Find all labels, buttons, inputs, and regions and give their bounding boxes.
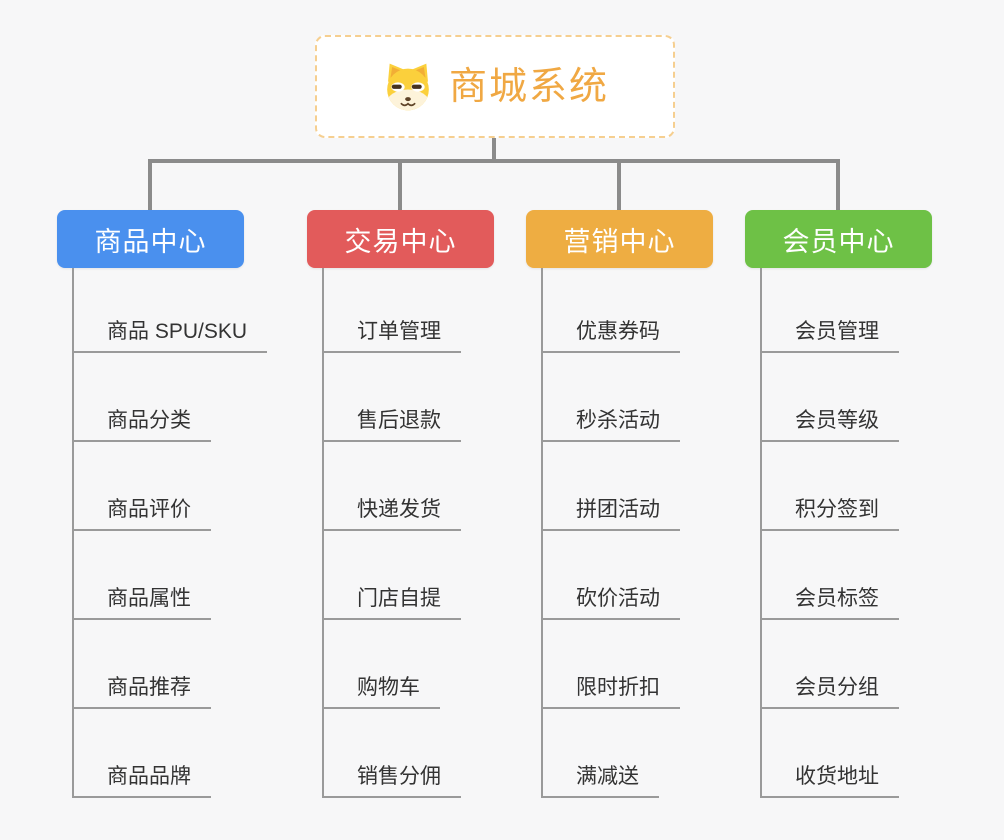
connector-root-stub	[492, 137, 496, 163]
branch-item-label: 收货地址	[795, 764, 879, 788]
branch-item[interactable]: 会员分组	[762, 620, 899, 709]
branch-box[interactable]: 商品中心	[57, 210, 244, 268]
branch-item[interactable]: 砍价活动	[543, 531, 680, 620]
branch-item[interactable]: 收货地址	[762, 709, 899, 798]
branch-item-label: 会员分组	[795, 675, 879, 699]
branch-item[interactable]: 会员等级	[762, 353, 899, 442]
branch-item-label: 商品推荐	[107, 675, 191, 699]
branch-item[interactable]: 商品分类	[74, 353, 211, 442]
branch-items: 会员管理会员等级积分签到会员标签会员分组收货地址	[760, 268, 899, 798]
branch-item-label: 快递发货	[357, 497, 441, 521]
branch-item[interactable]: 销售分佣	[324, 709, 461, 798]
branch-box[interactable]: 交易中心	[307, 210, 494, 268]
branch-item[interactable]: 快递发货	[324, 442, 461, 531]
branch-item-label: 商品属性	[107, 586, 191, 610]
branch-item[interactable]: 门店自提	[324, 531, 461, 620]
branch-item-label: 售后退款	[357, 408, 441, 432]
branch-item-label: 拼团活动	[576, 497, 660, 521]
connector-drop	[148, 159, 152, 211]
branch: 交易中心 订单管理售后退款快递发货门店自提购物车销售分佣	[307, 210, 567, 798]
branch-item-label: 积分签到	[795, 497, 879, 521]
branch-item-label: 砍价活动	[576, 586, 660, 610]
branch-item[interactable]: 商品品牌	[74, 709, 211, 798]
branch-item[interactable]: 积分签到	[762, 442, 899, 531]
branch-item[interactable]: 会员标签	[762, 531, 899, 620]
branch-item[interactable]: 优惠券码	[543, 268, 680, 353]
branch-item[interactable]: 限时折扣	[543, 620, 680, 709]
dog-icon	[387, 63, 429, 110]
branch-item[interactable]: 购物车	[324, 620, 440, 709]
branch-item[interactable]: 订单管理	[324, 268, 461, 353]
branch-item[interactable]: 商品 SPU/SKU	[74, 268, 268, 353]
branch: 营销中心 优惠券码秒杀活动拼团活动砍价活动限时折扣满减送	[526, 210, 786, 798]
connector-drop	[398, 159, 402, 211]
branch-item-label: 商品分类	[107, 408, 191, 432]
branch-item-label: 秒杀活动	[576, 408, 660, 432]
branch-item-label: 订单管理	[357, 319, 441, 343]
branch: 会员中心 会员管理会员等级积分签到会员标签会员分组收货地址	[745, 210, 1004, 798]
branch-item-label: 购物车	[357, 675, 420, 699]
branch-item[interactable]: 商品属性	[74, 531, 211, 620]
branch-item[interactable]: 售后退款	[324, 353, 461, 442]
branch-box[interactable]: 营销中心	[526, 210, 713, 268]
branch-item-label: 会员标签	[795, 586, 879, 610]
branch: 商品中心 商品 SPU/SKU 商品分类商品评价商品属性商品推荐商品品牌	[57, 210, 317, 798]
branch-item[interactable]: 满减送	[543, 709, 659, 798]
root-title: 商城系统	[448, 65, 609, 108]
branch-item-label: 商品评价	[107, 497, 191, 521]
branch-items: 订单管理售后退款快递发货门店自提购物车销售分佣	[322, 268, 461, 798]
branch-item-label: 商品品牌	[107, 764, 191, 788]
branch-item[interactable]: 秒杀活动	[543, 353, 680, 442]
branch-item-label: 会员等级	[795, 408, 879, 432]
branch-item-label: 门店自提	[357, 586, 441, 610]
branch-item[interactable]: 商品评价	[74, 442, 211, 531]
branch-box[interactable]: 会员中心	[745, 210, 932, 268]
branch-items: 商品 SPU/SKU 商品分类商品评价商品属性商品推荐商品品牌	[72, 268, 268, 798]
root-node[interactable]: 商城系统	[315, 35, 675, 138]
branch-item-label: 销售分佣	[357, 764, 441, 788]
connector-drop	[617, 159, 621, 211]
branch-item-label: 满减送	[576, 764, 639, 788]
connector-drop	[836, 159, 840, 211]
branch-items: 优惠券码秒杀活动拼团活动砍价活动限时折扣满减送	[541, 268, 680, 798]
branch-item[interactable]: 会员管理	[762, 268, 899, 353]
branch-item-label: 限时折扣	[576, 675, 660, 699]
branch-item[interactable]: 拼团活动	[543, 442, 680, 531]
branch-item-label: 商品 SPU/SKU	[107, 319, 248, 343]
connector-bus-line	[149, 159, 839, 163]
branch-item-label: 优惠券码	[576, 319, 660, 343]
branch-item-label: 会员管理	[795, 319, 879, 343]
branch-item[interactable]: 商品推荐	[74, 620, 211, 709]
